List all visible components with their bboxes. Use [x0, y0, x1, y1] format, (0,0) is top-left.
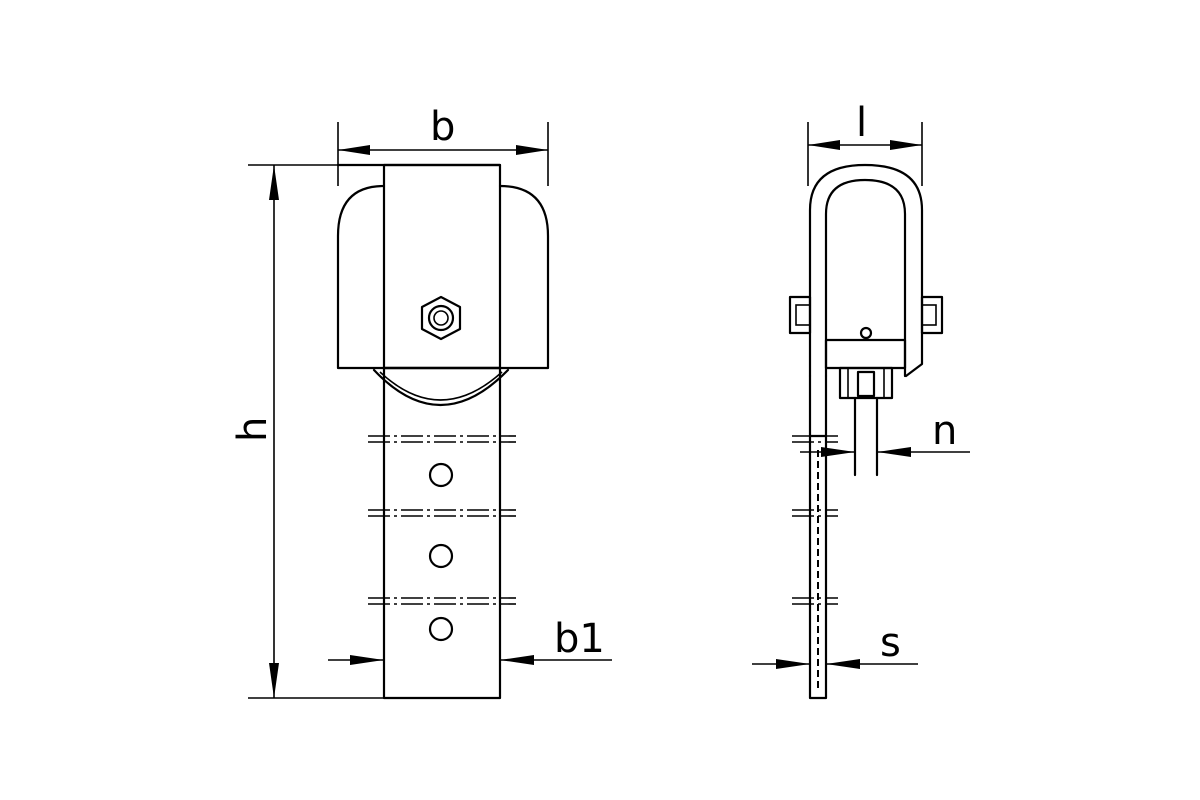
dimension-label-l: l [856, 100, 867, 146]
strap-hole [428, 616, 454, 642]
dimension-l: l [807, 100, 923, 186]
dimension-b: b [337, 104, 549, 186]
strap-hole [428, 543, 454, 569]
front-view [336, 163, 550, 700]
hex-bolt-icon [420, 295, 462, 341]
pin-icon [859, 326, 873, 340]
dimension-b1: b1 [328, 616, 612, 665]
strap-hole [428, 462, 454, 488]
dimension-label-n: n [932, 408, 957, 454]
dimension-s: s [752, 620, 918, 669]
dimension-label-h: h [230, 417, 276, 442]
u-bracket [808, 163, 924, 378]
dimension-n: n [800, 408, 970, 457]
mounting-strap [382, 366, 502, 700]
dimension-label-b1: b1 [554, 616, 605, 662]
dimension-label-s: s [880, 620, 901, 666]
wheel-arc [372, 368, 510, 407]
side-view [788, 163, 944, 700]
wheel-housing [336, 184, 550, 370]
break-lines [368, 435, 516, 605]
dimension-h: h [230, 164, 384, 699]
dimension-label-b: b [430, 104, 455, 150]
